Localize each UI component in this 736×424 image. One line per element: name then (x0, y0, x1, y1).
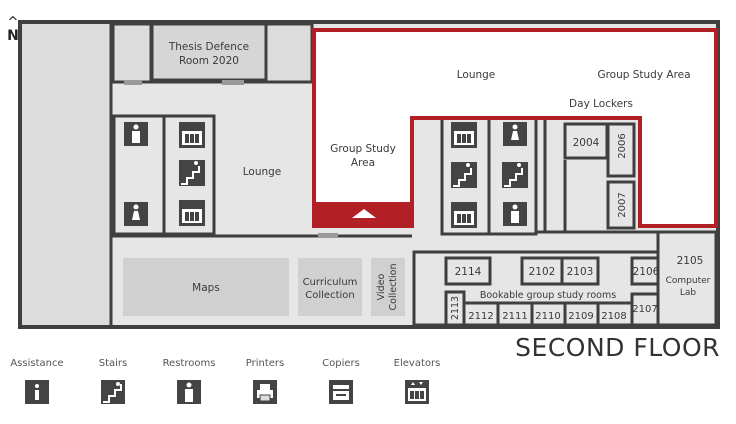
room-2110-label: 2110 (535, 311, 560, 322)
legend-label: Copiers (322, 358, 360, 369)
info-icon (25, 380, 49, 404)
elevator-icon (451, 122, 477, 148)
legend-label: Elevators (393, 358, 441, 369)
legend-stairs: Stairs (78, 358, 148, 408)
room-2103 (560, 256, 600, 286)
maps-label: Maps (192, 282, 220, 294)
room-top-mid (264, 22, 314, 84)
north-arrow-icon: ^ (7, 15, 19, 30)
room-2108-label: 2108 (601, 311, 626, 322)
room-2105-label: 2105 (677, 255, 704, 267)
room-2114 (444, 256, 492, 286)
bookable-label: Bookable group study rooms (480, 290, 616, 301)
room-2102-label: 2102 (529, 266, 556, 278)
thesis-room-number: Room 2020 (179, 55, 239, 67)
maps-area (123, 258, 289, 316)
room-2004-label: 2004 (573, 137, 600, 149)
group-study-left-label: Group Study (330, 143, 396, 155)
computer-lab-label: Computer (666, 276, 711, 286)
room-2111-label: 2111 (502, 311, 527, 322)
elevator-icon (179, 200, 205, 226)
room-2113 (444, 290, 466, 327)
video-area (371, 258, 405, 316)
room-2006-label: 2006 (617, 133, 628, 158)
north-indicator: ^ N (4, 15, 22, 48)
legend-label: Printers (245, 358, 285, 369)
group-study-left-label-2: Area (351, 157, 375, 169)
room-2112-label: 2112 (468, 311, 493, 322)
copier-icon (329, 380, 353, 404)
video-label: Video (376, 274, 387, 301)
room-2113-label: 2113 (450, 296, 461, 320)
legend-elevators: Elevators (382, 358, 452, 408)
room-2103-label: 2103 (567, 266, 594, 278)
lounge-top-label: Lounge (457, 69, 496, 81)
restroom-male-icon (503, 202, 527, 226)
curriculum-label: Curriculum (303, 277, 358, 288)
legend-printers: Printers (230, 358, 300, 408)
elevator-icon (405, 380, 429, 404)
video-label-2: Collection (388, 264, 399, 311)
restroom-female-icon (503, 122, 527, 146)
room-2004 (563, 122, 609, 160)
lounge-left-label: Lounge (243, 166, 282, 178)
thesis-room-label: Thesis Defence (168, 41, 249, 53)
elevator-icon (179, 122, 205, 148)
stairs-icon (101, 380, 125, 404)
room-2106-label: 2106 (633, 266, 660, 278)
west-wing (22, 24, 110, 325)
restroom-male-icon (124, 122, 148, 146)
legend-restrooms: Restrooms (154, 358, 224, 408)
floor-title: SECOND FLOOR (515, 333, 720, 362)
you-are-here-marker (352, 209, 376, 218)
day-lockers-label: Day Lockers (569, 98, 633, 110)
room-2006 (606, 122, 636, 178)
legend-assistance: Assistance (2, 358, 72, 408)
map-legend: Assistance Stairs Restrooms Printers (0, 358, 470, 418)
restroom-female-icon (124, 202, 148, 226)
stairs-icon (451, 162, 477, 188)
computer-lab-label-2: Lab (680, 288, 697, 298)
legend-label: Stairs (98, 358, 128, 369)
room-2107-label: 2107 (632, 304, 657, 315)
printer-icon (253, 380, 277, 404)
room-thesis-defence (150, 22, 268, 82)
room-top-left (111, 22, 153, 84)
legend-label: Restrooms (162, 358, 216, 369)
legend-label: Assistance (10, 358, 64, 369)
legend-copiers: Copiers (306, 358, 376, 408)
north-letter: N (7, 28, 19, 44)
restroom-icon (177, 380, 201, 404)
curriculum-area (298, 258, 362, 316)
room-2109-label: 2109 (568, 311, 593, 322)
room-2007-label: 2007 (617, 192, 628, 217)
room-2007 (606, 180, 636, 230)
room-2114-label: 2114 (455, 266, 482, 278)
elevator-icon (451, 202, 477, 228)
curriculum-label-2: Collection (305, 290, 354, 301)
stairs-icon (502, 162, 528, 188)
computer-lab (656, 230, 718, 327)
group-study-top-label: Group Study Area (597, 69, 690, 81)
stairs-icon (179, 160, 205, 186)
